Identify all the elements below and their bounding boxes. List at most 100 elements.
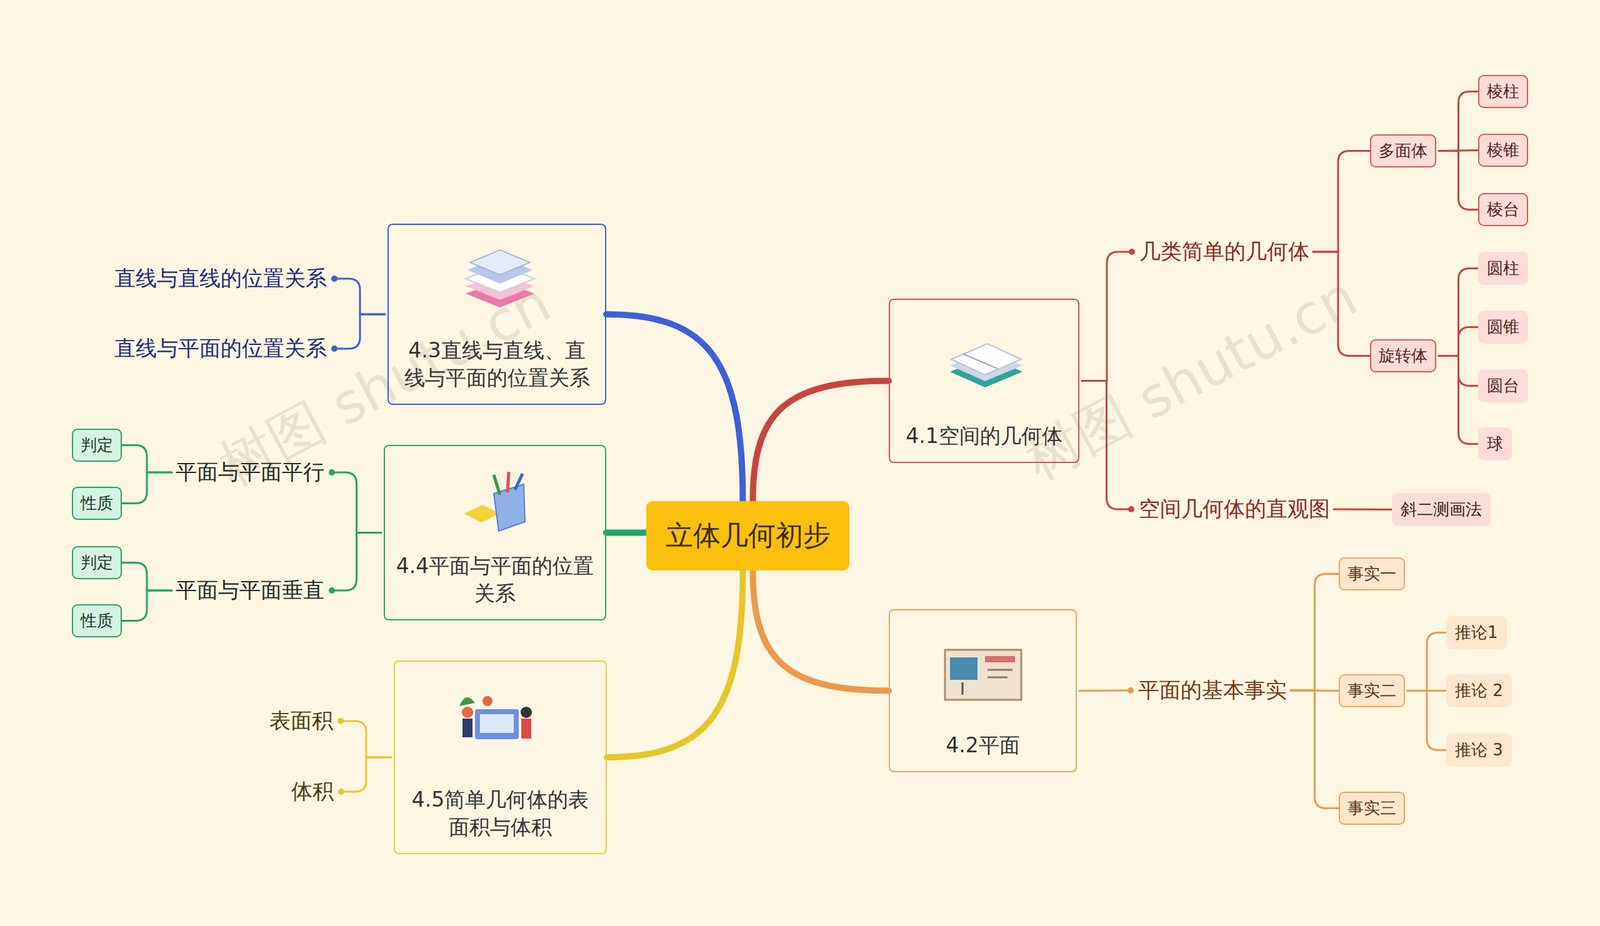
- node-text: 事实一: [1347, 563, 1397, 585]
- leaf-box: 推论1: [1446, 616, 1507, 650]
- leaf-box: 斜二测画法: [1391, 493, 1491, 527]
- subtopic-text: 几类简单的几何体: [1138, 235, 1311, 269]
- board-icon: [945, 650, 1022, 700]
- node-text: 几类简单的几何体: [1139, 237, 1310, 267]
- notebook-icon: [950, 343, 1023, 388]
- branch-connector: [753, 381, 890, 502]
- node-text: 4.4平面与平面的位置关系: [395, 552, 595, 609]
- leaf-box: 棱锥: [1478, 133, 1529, 167]
- branch-box: 4.4平面与平面的位置关系: [383, 445, 607, 621]
- node-text: 事实二: [1347, 680, 1397, 702]
- node-text: 性质: [80, 492, 114, 515]
- branch-connector: [1081, 251, 1132, 382]
- branch-connector: [753, 570, 890, 692]
- leaf-box: 事实一: [1338, 557, 1405, 591]
- branch-dot: [1127, 687, 1134, 694]
- branch-dot: [338, 788, 345, 795]
- branch-connector: [1079, 690, 1131, 693]
- node-text: 棱柱: [1486, 80, 1520, 103]
- node-text: 直线与平面的位置关系: [114, 334, 327, 364]
- branch-connector: [1438, 151, 1479, 210]
- people-icon: [459, 696, 532, 740]
- node-text: 平面与平面平行: [175, 458, 325, 487]
- node-text: 4.1空间的几何体: [905, 422, 1062, 451]
- branch-connector: [340, 721, 392, 758]
- node-text: 推论1: [1455, 621, 1499, 644]
- leaf-box: 球: [1478, 427, 1512, 461]
- node-text: 4.2平面: [945, 731, 1020, 760]
- leaf-box: 圆锥: [1478, 310, 1529, 344]
- branch-dot: [328, 587, 335, 594]
- leaf-box: 推论 2: [1446, 674, 1512, 708]
- subtopic-text: 直线与直线的位置关系: [113, 261, 329, 296]
- node-text: 旋转体: [1378, 345, 1428, 367]
- node-text: 斜二测画法: [1400, 498, 1482, 521]
- subtopic-text: 平面与平面平行: [174, 455, 326, 490]
- node-text: 判定: [80, 551, 114, 574]
- branch-dot: [331, 275, 338, 282]
- leaf-box: 性质: [71, 604, 122, 638]
- node-text: 性质: [80, 610, 114, 632]
- leaf-box: 多面体: [1370, 134, 1437, 168]
- leaf-box: 事实三: [1338, 791, 1405, 825]
- subtopic-text: 表面积: [268, 704, 335, 739]
- leaf-box: 判定: [71, 546, 122, 580]
- leaf-box: 圆柱: [1478, 251, 1529, 285]
- leaf-box: 推论 3: [1446, 733, 1512, 767]
- node-text: 4.5简单几何体的表面积与体积: [405, 786, 596, 842]
- watermark: 树图 shutu.cn: [1012, 260, 1370, 497]
- subtopic-text: 体积: [290, 775, 335, 809]
- branch-connector: [1438, 268, 1479, 357]
- branch-connector: [331, 533, 382, 592]
- branch-connector: [121, 472, 172, 504]
- branch-dot: [337, 718, 344, 725]
- node-text: 棱锥: [1486, 139, 1520, 162]
- branch-connector: [1290, 574, 1339, 692]
- branch-connector: [1438, 327, 1479, 357]
- node-text: 棱台: [1486, 198, 1520, 221]
- node-text: 推论 2: [1455, 680, 1504, 702]
- node-text: 多面体: [1378, 140, 1428, 162]
- branch-connector: [341, 757, 392, 792]
- subtopic-text: 平面与平面垂直: [174, 573, 326, 608]
- branch-connector: [1313, 251, 1370, 357]
- branch-connector: [334, 278, 385, 315]
- node-text: 4.3直线与直线、直线与平面的位置关系: [398, 336, 595, 393]
- leaf-box: 事实二: [1338, 674, 1405, 708]
- node-text: 球: [1486, 433, 1504, 455]
- branch-connector: [121, 445, 172, 474]
- central-topic: 立体几何初步: [646, 501, 850, 571]
- branch-connector: [606, 570, 744, 758]
- leaf-box: 圆台: [1478, 369, 1529, 403]
- node-text: 平面与平面垂直: [175, 576, 325, 605]
- desk-icon: [463, 471, 525, 532]
- branch-connector: [1313, 151, 1370, 253]
- books-icon: [465, 250, 535, 308]
- node-text: 圆锥: [1486, 316, 1520, 339]
- node-text: 平面的基本事实: [1138, 676, 1287, 705]
- branch-connector: [331, 472, 382, 534]
- leaf-box: 棱台: [1478, 193, 1529, 227]
- branch-connector: [606, 530, 647, 537]
- branch-dot: [331, 345, 338, 352]
- branch-connector: [121, 590, 172, 622]
- leaf-box: 判定: [71, 428, 122, 462]
- leaf-box: 旋转体: [1370, 339, 1437, 373]
- node-text: 圆台: [1486, 375, 1520, 397]
- branch-connector: [606, 314, 744, 502]
- node-text: 判定: [80, 434, 114, 457]
- node-text: 表面积: [269, 706, 334, 736]
- node-text: 事实三: [1347, 797, 1397, 820]
- branch-dot: [1128, 248, 1135, 255]
- node-text: 圆柱: [1486, 257, 1520, 280]
- branch-dot: [1128, 506, 1135, 513]
- branch-box: 4.2平面: [888, 609, 1077, 773]
- branch-connector: [1333, 508, 1392, 512]
- branch-connector: [1438, 356, 1479, 445]
- node-text: 推论 3: [1455, 739, 1504, 762]
- leaf-box: 性质: [71, 486, 122, 520]
- branch-connector: [1081, 381, 1132, 510]
- branch-connector: [1290, 690, 1339, 809]
- node-text: 立体几何初步: [665, 517, 831, 555]
- subtopic-text: 空间几何体的直观图: [1137, 492, 1332, 527]
